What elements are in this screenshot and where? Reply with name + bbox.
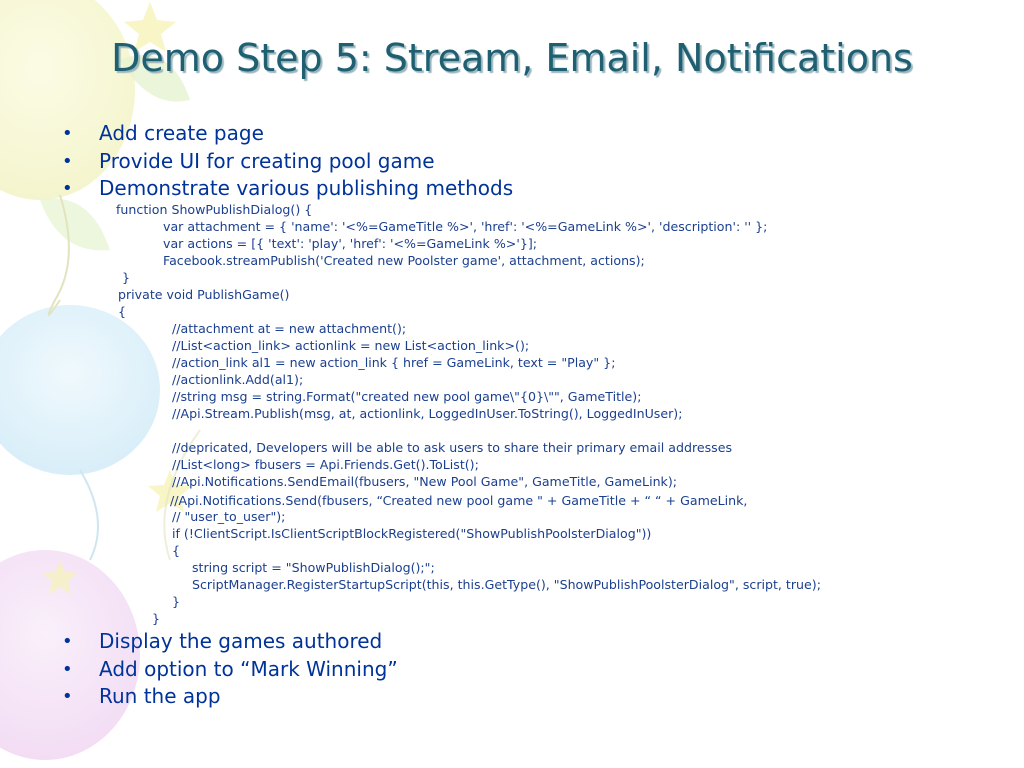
bullet-dot-icon: • bbox=[62, 150, 73, 172]
code-line: ScriptManager.RegisterStartupScript(this… bbox=[192, 577, 821, 592]
bullet-list-top: • Add create page • Provide UI for creatin… bbox=[0, 120, 513, 203]
code-line: { bbox=[172, 543, 181, 558]
code-line: //actionlink.Add(al1); bbox=[172, 372, 304, 387]
bullet-text: Add create page bbox=[99, 121, 264, 145]
code-line: } bbox=[122, 270, 131, 285]
code-line: function ShowPublishDialog() { bbox=[116, 202, 313, 217]
bullet-text: Display the games authored bbox=[99, 629, 383, 653]
code-line: //Api.Stream.Publish(msg, at, actionlink… bbox=[172, 406, 683, 421]
bullet-item: • Run the app bbox=[0, 683, 398, 711]
bullet-dot-icon: • bbox=[62, 658, 73, 680]
bullet-dot-icon: • bbox=[62, 178, 73, 199]
code-line: if (!ClientScript.IsClientScriptBlockReg… bbox=[172, 526, 652, 541]
code-line: //Api.Notifications.Send(fbusers, “Creat… bbox=[170, 493, 748, 508]
bullet-dot-icon: • bbox=[62, 123, 73, 144]
slide-title: Demo Step 5: Stream, Email, Notification… bbox=[111, 36, 913, 80]
code-line: var attachment = { 'name': '<%=GameTitle… bbox=[163, 219, 768, 234]
code-line: private void PublishGame() bbox=[118, 287, 290, 302]
code-line: //string msg = string.Format("created ne… bbox=[172, 389, 642, 404]
bullet-item: • Provide UI for creating pool game bbox=[0, 148, 513, 176]
bullet-item: • Demonstrate various publishing methods bbox=[0, 175, 513, 203]
code-line: //attachment at = new attachment(); bbox=[172, 321, 407, 336]
code-line: //Api.Notifications.SendEmail(fbusers, "… bbox=[172, 474, 677, 489]
code-line: //action_link al1 = new action_link { hr… bbox=[172, 355, 616, 370]
bullet-dot-icon: • bbox=[62, 686, 73, 707]
bullet-dot-icon: • bbox=[62, 631, 73, 652]
bullet-text: Run the app bbox=[99, 684, 221, 708]
code-line: Facebook.streamPublish('Created new Pool… bbox=[163, 253, 645, 268]
code-line: } bbox=[152, 611, 161, 626]
bullet-list-bottom: • Display the games authored • Add option … bbox=[0, 628, 398, 711]
bullet-item: • Add create page bbox=[0, 120, 513, 148]
bullet-text: Provide UI for creating pool game bbox=[99, 148, 435, 173]
bullet-text: Demonstrate various publishing methods bbox=[99, 176, 514, 200]
code-line: string script = "ShowPublishDialog();"; bbox=[192, 560, 435, 575]
bullet-text: Add option to “Mark Winning” bbox=[99, 656, 398, 681]
code-line: //depricated, Developers will be able to… bbox=[172, 440, 733, 455]
code-line: //List<action_link> actionlink = new Lis… bbox=[172, 338, 530, 353]
code-line: // "user_to_user"); bbox=[172, 509, 286, 524]
code-line: var actions = [{ 'text': 'play', 'href':… bbox=[163, 236, 537, 251]
code-line: { bbox=[118, 304, 127, 319]
code-line: } bbox=[172, 594, 181, 609]
bullet-item: • Display the games authored bbox=[0, 628, 398, 656]
code-line: //List<long> fbusers = Api.Friends.Get()… bbox=[172, 457, 479, 472]
bullet-item: • Add option to “Mark Winning” bbox=[0, 656, 398, 684]
